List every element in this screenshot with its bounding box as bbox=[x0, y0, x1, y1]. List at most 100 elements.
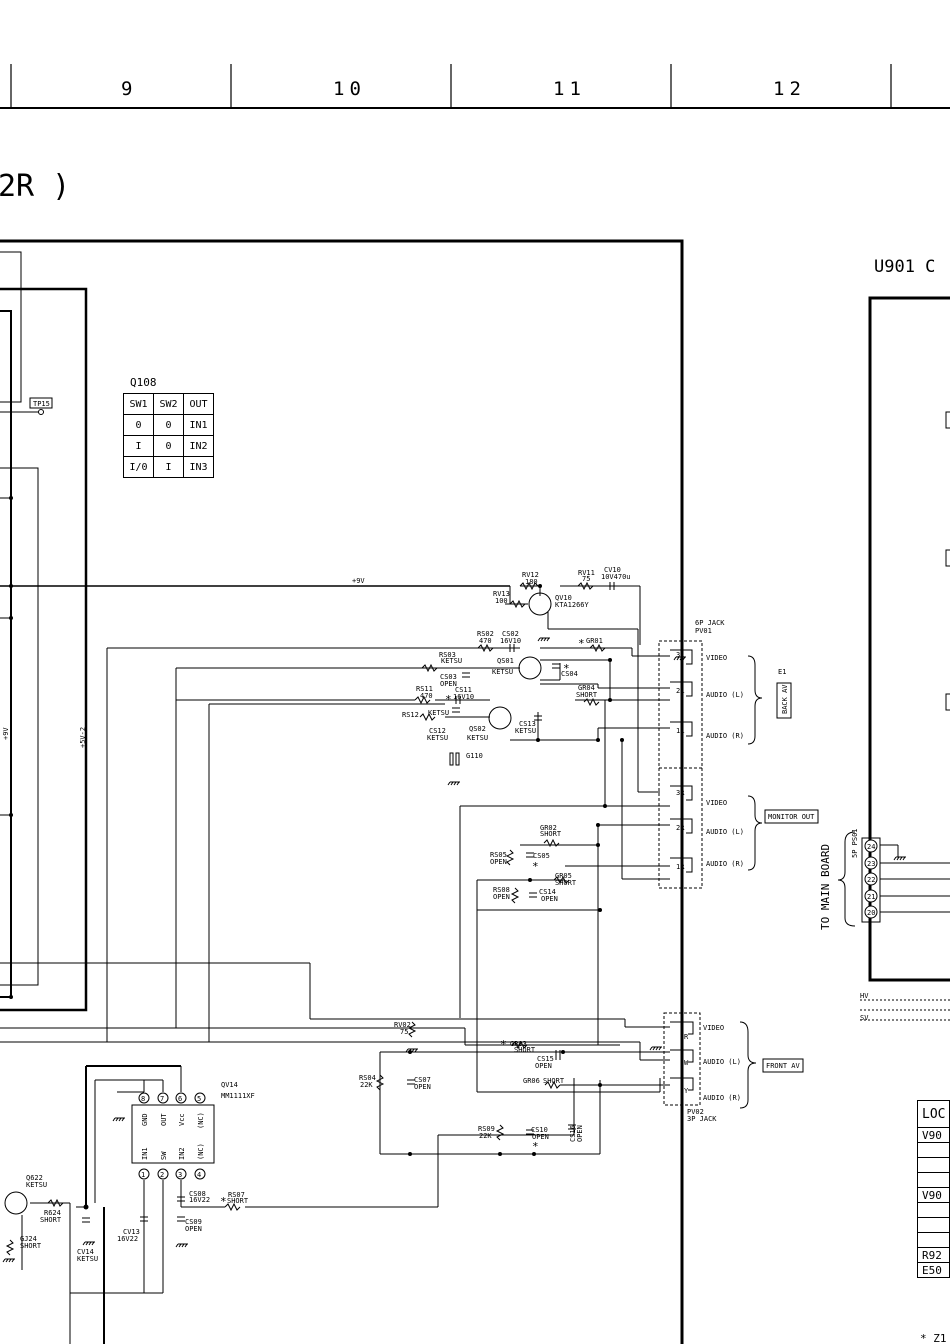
svg-text:*: * bbox=[578, 637, 585, 650]
jack-ref: PV01 bbox=[695, 627, 712, 635]
svg-text:*: * bbox=[532, 1140, 539, 1153]
ic-pin-label: (NC) bbox=[197, 1112, 205, 1129]
value-label: OPEN bbox=[493, 893, 510, 901]
ref-label: CV14 bbox=[77, 1248, 94, 1256]
ic-pins-bottom: 1 2 3 4 IN1 SW IN2 (NC) bbox=[138, 1143, 206, 1180]
signal-label: AUDIO (L) bbox=[706, 828, 744, 836]
value-label: SHORT bbox=[514, 1046, 536, 1054]
title-fragment: 2R ) bbox=[0, 169, 70, 204]
back-jack-pv01: 3L 2L 1L 3R 2R 1R 6P JACK PV01 VIDEO AUD… bbox=[658, 619, 819, 889]
value-label: SHORT bbox=[227, 1197, 249, 1205]
svg-text:*: * bbox=[220, 1195, 227, 1208]
table-header: SW1 bbox=[123, 393, 154, 415]
ic-pin-label: IN2 bbox=[178, 1147, 186, 1160]
ref-label: QV14 bbox=[221, 1081, 238, 1089]
ref-label: GR05 bbox=[555, 872, 572, 880]
value-label: 75 bbox=[582, 575, 590, 583]
ref-label: CS13 bbox=[519, 720, 536, 728]
ref-label: CS05 bbox=[533, 852, 550, 860]
jack-ref: PV02 bbox=[687, 1108, 704, 1116]
ref-label: RS07 bbox=[228, 1191, 245, 1199]
ic-pin-number: 8 bbox=[141, 1095, 145, 1103]
ic-pin-number: 6 bbox=[178, 1095, 182, 1103]
value-label: 22K bbox=[360, 1081, 373, 1089]
ground-symbols bbox=[2, 637, 907, 1263]
transistors bbox=[4, 592, 552, 1215]
ref-label: RS04 bbox=[359, 1074, 376, 1082]
ref-label: QV10 bbox=[555, 594, 572, 602]
jack-pin: 1R bbox=[676, 863, 685, 871]
value-label: KETSU bbox=[492, 668, 513, 676]
jack-pin: 3R bbox=[676, 789, 685, 797]
junction-dots bbox=[9, 496, 624, 1210]
table-header: OUT bbox=[183, 393, 214, 415]
table-cell bbox=[917, 1157, 950, 1173]
ref-label: CS04 bbox=[561, 670, 578, 678]
ref-label: RS02 bbox=[477, 630, 494, 638]
signal-label: AUDIO (R) bbox=[703, 1094, 741, 1102]
value-label: SHORT bbox=[576, 691, 598, 699]
ref-label: CS10 bbox=[531, 1126, 548, 1134]
jack-pin: 1L bbox=[676, 727, 684, 735]
ic-pin-label: OUT bbox=[160, 1113, 168, 1126]
ic-pin-number: 3 bbox=[178, 1171, 182, 1179]
value-label: 180 bbox=[525, 578, 538, 586]
capacitors bbox=[82, 582, 615, 1223]
value-label: OPEN bbox=[532, 1133, 549, 1141]
ref-label: RS09 bbox=[478, 1125, 495, 1133]
sv-label: SV bbox=[860, 1014, 869, 1022]
ref-label: CS12 bbox=[429, 727, 446, 735]
jack-pin: 3L bbox=[676, 651, 684, 659]
wiring bbox=[0, 497, 950, 1344]
ref-label: CS11 bbox=[455, 686, 472, 694]
value-label: OPEN bbox=[535, 1062, 552, 1070]
value-label: SHORT bbox=[555, 879, 577, 887]
connector-pin: 24 bbox=[867, 843, 875, 851]
table-cell: IN2 bbox=[183, 435, 214, 457]
svg-text:*: * bbox=[532, 860, 539, 873]
value-label: 22K bbox=[479, 1132, 492, 1140]
board-outline bbox=[0, 239, 684, 1344]
ic-pin-number: 4 bbox=[197, 1171, 201, 1179]
table-cell bbox=[917, 1217, 950, 1233]
value-label: OPEN bbox=[490, 858, 507, 866]
value-label: 100 bbox=[495, 597, 508, 605]
jack-pin: 2L bbox=[676, 687, 684, 695]
truth-table-title: Q108 bbox=[130, 376, 157, 389]
ref-label: RV13 bbox=[493, 590, 510, 598]
table-cell: I bbox=[123, 435, 154, 457]
zone-number: 11 bbox=[553, 78, 586, 100]
location-table: LOC V90 V90 R92 E50 bbox=[917, 1100, 950, 1278]
connector-pin: 23 bbox=[867, 860, 875, 868]
ic-pin-label: (NC) bbox=[197, 1143, 205, 1160]
value-label: KETSU bbox=[467, 734, 488, 742]
table-cell bbox=[917, 1172, 950, 1188]
footnote: * Z1 bbox=[920, 1332, 947, 1344]
table-header: LOC bbox=[917, 1100, 950, 1128]
ic-pin-number: 5 bbox=[197, 1095, 201, 1103]
value-label: KETSU bbox=[428, 709, 449, 717]
ref-label: CS16 bbox=[569, 1125, 577, 1142]
table-cell bbox=[917, 1142, 950, 1158]
ic-pins-top: 8 7 6 5 GND OUT Vcc (NC) bbox=[138, 1092, 206, 1129]
front-av-label: FRONT AV bbox=[766, 1062, 801, 1070]
value-label: KETSU bbox=[26, 1181, 47, 1189]
ref-label: CS03 bbox=[440, 673, 457, 681]
value-label: 75 bbox=[400, 1028, 408, 1036]
zone-number: 10 bbox=[333, 78, 366, 100]
zone-number: 9 bbox=[121, 78, 137, 100]
value-label: 16V22 bbox=[189, 1196, 210, 1204]
table-cell: 0 bbox=[153, 435, 184, 457]
hv-label: HV bbox=[860, 992, 869, 1000]
jack-pin: 2R bbox=[676, 824, 685, 832]
ref-label: QS02 bbox=[469, 725, 486, 733]
value-label: 16V10 bbox=[500, 637, 521, 645]
table-row: 0 0 IN1 bbox=[123, 414, 214, 436]
ref-label: GR03 bbox=[510, 1040, 527, 1048]
table-cell: V90 bbox=[917, 1187, 950, 1203]
value-label: OPEN bbox=[185, 1225, 202, 1233]
ref-label: RS12 bbox=[402, 711, 419, 719]
front-jack-pv02: R W Y VIDEO AUDIO (L) AUDIO (R) FRONT AV… bbox=[663, 1012, 804, 1123]
table-row: I/0 I IN3 bbox=[123, 456, 214, 478]
